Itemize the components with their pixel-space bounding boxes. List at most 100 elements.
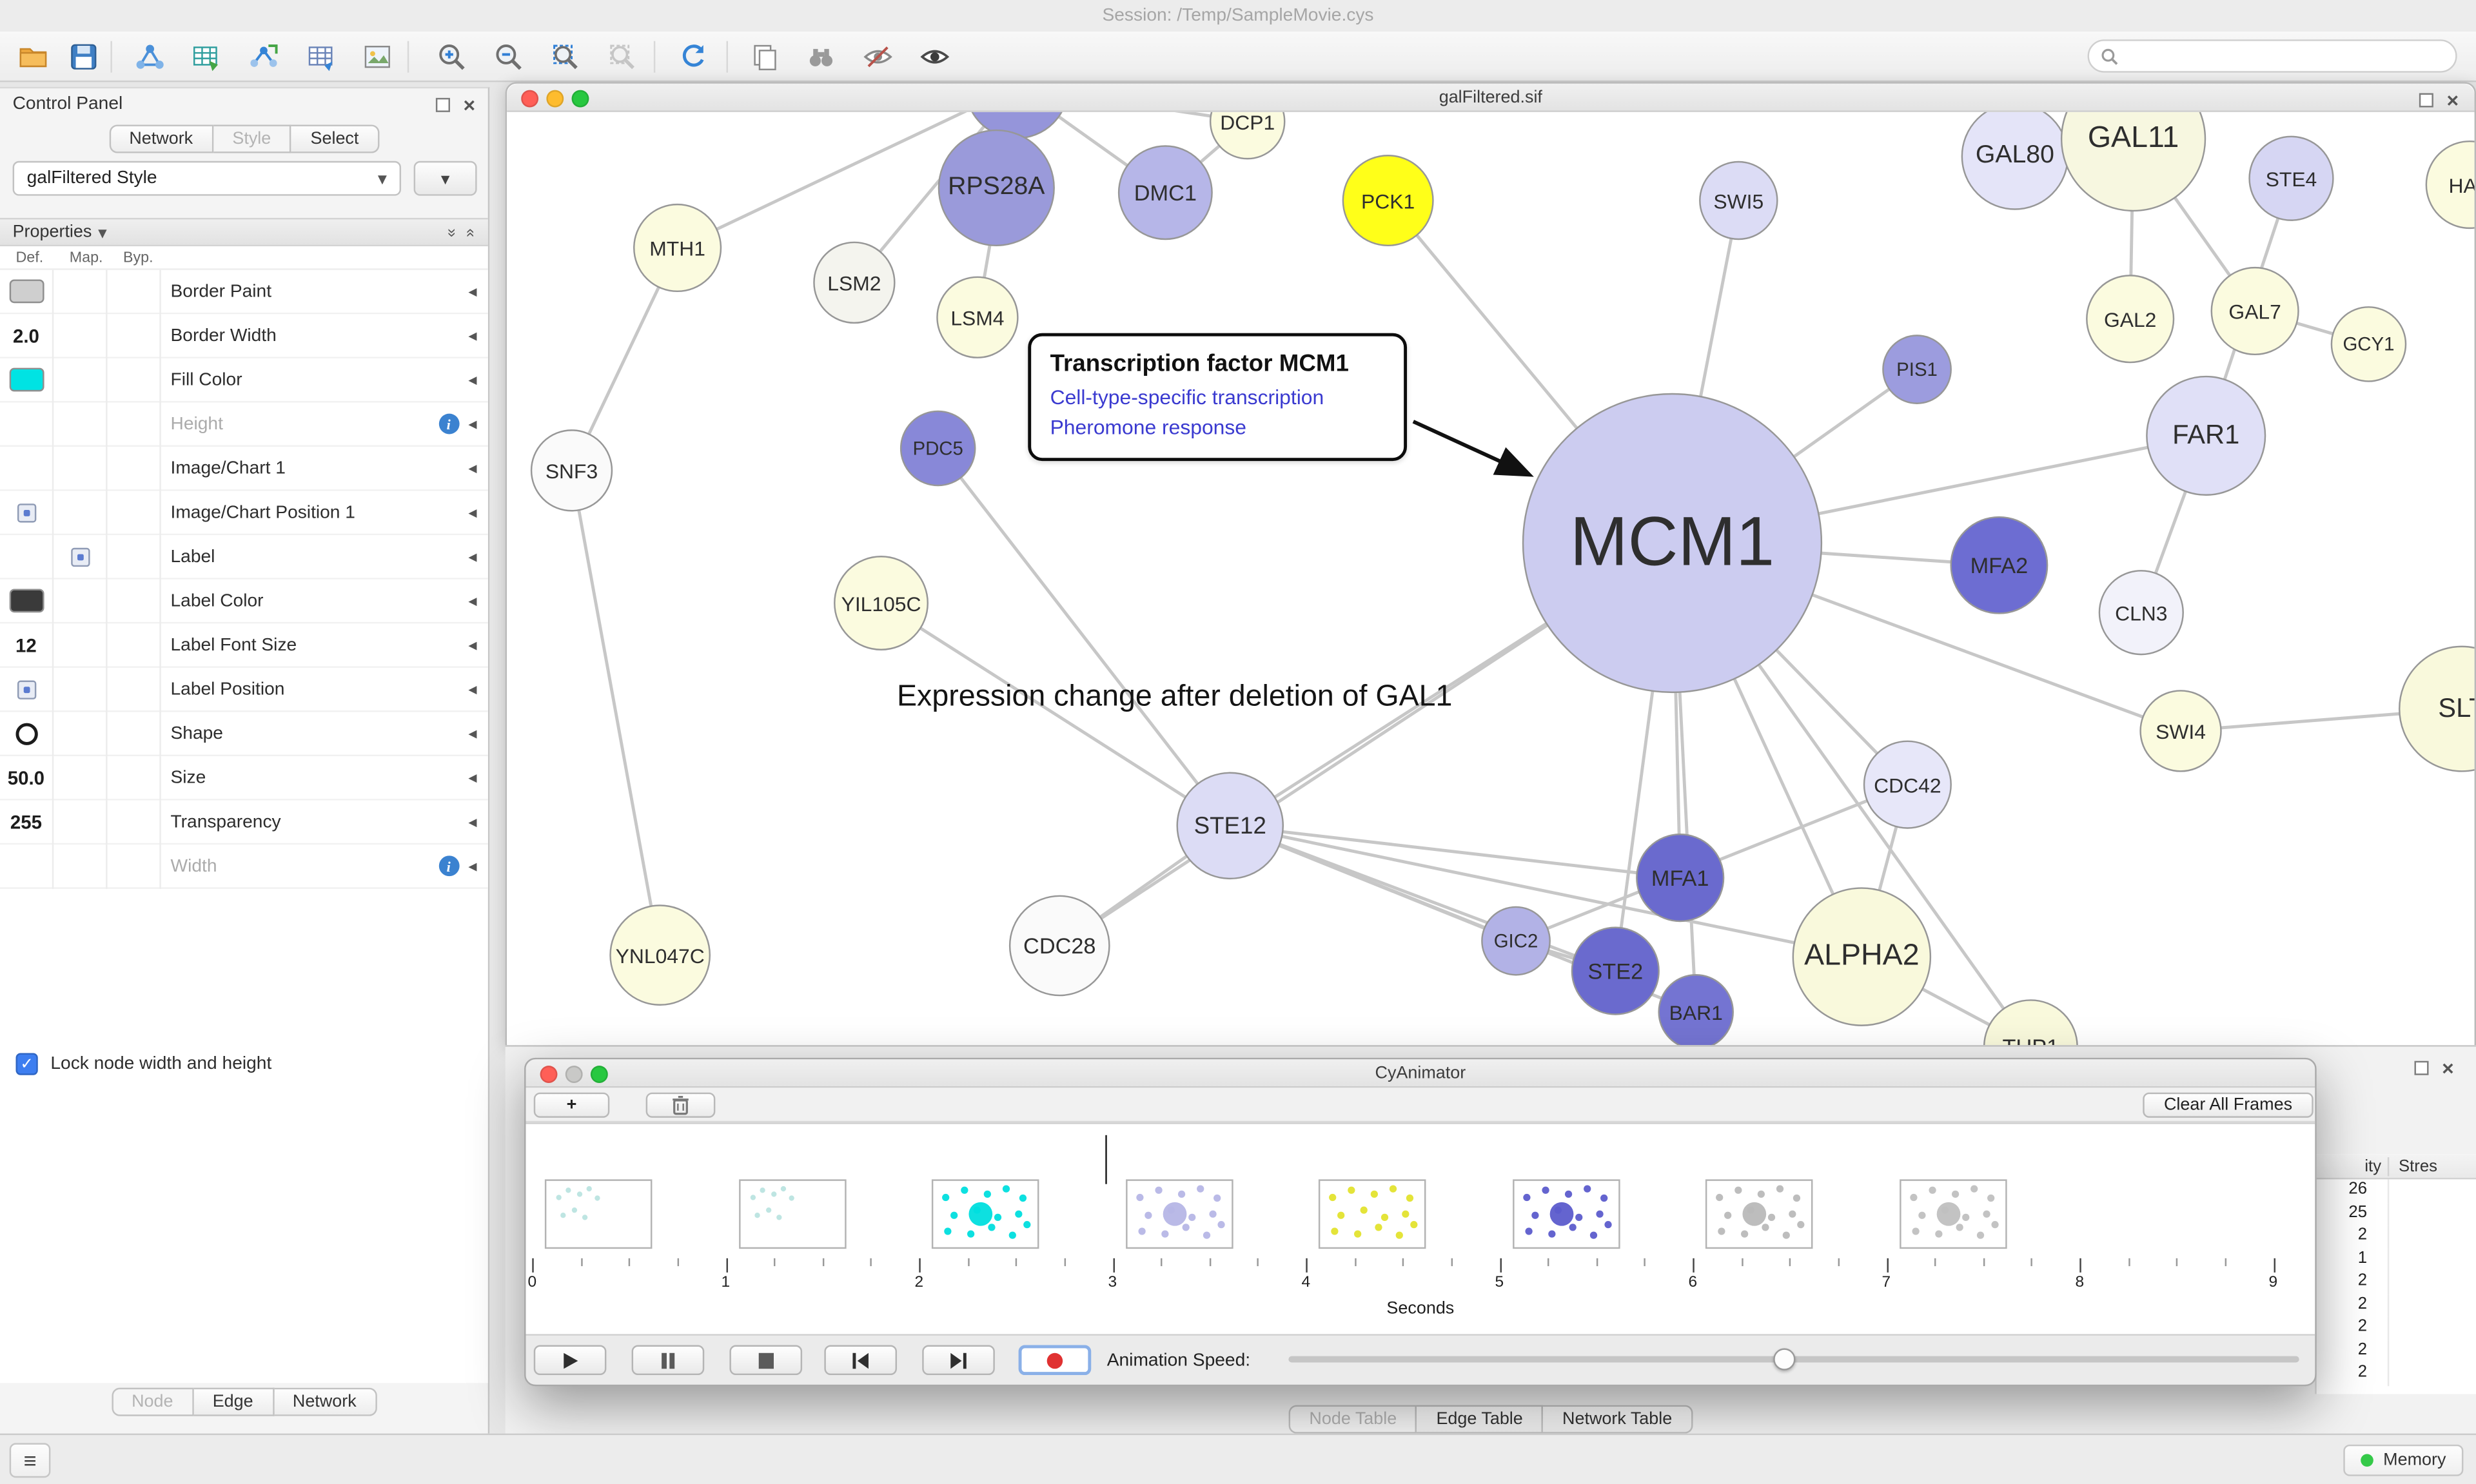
attribute-tab-edge[interactable]: Edge [193,1387,274,1416]
node-cdc42[interactable]: CDC42 [1863,740,1952,829]
export-network-button[interactable] [243,38,284,76]
annotation-link[interactable]: Pheromone response [1050,415,1247,439]
hide-selected-button[interactable] [858,38,899,76]
node-ste2[interactable]: STE2 [1571,926,1660,1015]
zoom-in-button[interactable] [431,38,473,76]
table-row[interactable]: 1 [2317,1247,2476,1271]
close-view-icon[interactable]: × [2446,88,2459,112]
add-frame-button[interactable]: + [533,1092,610,1118]
property-row-image-chart-1[interactable]: Image/Chart 1◀ [0,445,488,491]
node-pck1[interactable]: PCK1 [1342,155,1434,247]
node-dcp1[interactable]: DCP1 [1209,112,1286,160]
node-snf3[interactable]: SNF3 [530,429,613,512]
attribute-tab-node[interactable]: Node [111,1387,194,1416]
minimize-window-icon[interactable] [565,1066,583,1084]
property-row-border-paint[interactable]: Border Paint◀ [0,269,488,315]
annotation-link[interactable]: Cell-type-specific transcription [1050,385,1324,409]
node-swi4[interactable]: SWI4 [2139,690,2222,772]
search-box[interactable] [2087,39,2457,73]
expand-arrow-icon[interactable]: ◀ [468,728,477,740]
node-mfa1[interactable]: MFA1 [1636,834,1725,923]
node-mfa2[interactable]: MFA2 [1950,516,2049,614]
table-row[interactable]: 2 [2317,1316,2476,1340]
clear-all-frames-button[interactable]: Clear All Frames [2143,1092,2314,1118]
zoom-out-button[interactable] [488,38,529,76]
node-gal7[interactable]: GAL7 [2210,266,2299,356]
table-tab-network-table[interactable]: Network Table [1543,1405,1693,1434]
save-session-button[interactable] [63,38,104,76]
zoom-window-icon[interactable] [590,1066,608,1084]
frame-thumbnail[interactable] [1705,1179,1813,1249]
import-network-button[interactable] [130,38,171,76]
network-window-titlebar[interactable]: galFiltered.sif × [507,83,2475,112]
expand-arrow-icon[interactable]: ◀ [468,861,477,873]
node-ynl047c[interactable]: YNL047C [609,904,711,1006]
float-window-icon[interactable] [2419,93,2434,108]
tab-network[interactable]: Network [108,124,213,153]
search-network-button[interactable] [801,38,842,76]
table-row[interactable]: 26 [2317,1179,2476,1202]
property-row-shape[interactable]: Shape◀ [0,711,488,757]
node-cdc28[interactable]: CDC28 [1008,895,1110,997]
frame-thumbnail[interactable] [1318,1179,1426,1249]
style-options-button[interactable]: ▾ [413,161,477,196]
timeline-playhead[interactable] [1105,1135,1106,1184]
export-table-button[interactable] [300,38,341,76]
node-ste4[interactable]: STE4 [2248,135,2334,221]
previous-frame-button[interactable] [824,1345,898,1376]
memory-button[interactable]: Memory [2343,1444,2464,1476]
frame-thumbnail[interactable] [1125,1179,1233,1249]
expand-arrow-icon[interactable]: ◀ [468,331,477,342]
animation-speed-slider[interactable] [1288,1347,2299,1370]
property-row-label[interactable]: Label◀ [0,534,488,580]
close-panel-icon[interactable]: × [463,92,476,117]
node-dmc1[interactable]: DMC1 [1117,145,1213,240]
table-row[interactable]: 2 [2317,1339,2476,1363]
float-panel-icon[interactable] [436,97,451,112]
table-tab-edge-table[interactable]: Edge Table [1417,1405,1544,1434]
play-button[interactable] [533,1345,607,1376]
node-tup1[interactable]: TUP1 [1983,999,2078,1046]
node-far1[interactable]: FAR1 [2146,375,2266,496]
node-gal11[interactable]: GAL11 [2060,112,2206,212]
color-swatch[interactable] [8,279,44,304]
expand-arrow-icon[interactable]: ◀ [468,463,477,474]
node-pis1[interactable]: PIS1 [1882,335,1952,404]
node-lsm4[interactable]: LSM4 [936,276,1019,358]
zoom-fit-button[interactable] [545,38,586,76]
open-session-button[interactable] [13,38,54,76]
node-alpha2[interactable]: ALPHA2 [1792,887,1932,1026]
frame-thumbnail[interactable] [1898,1179,2007,1249]
node-bar1[interactable]: BAR1 [1658,974,1734,1046]
expand-arrow-icon[interactable]: ◀ [468,551,477,563]
copy-view-button[interactable] [743,38,785,76]
expand-arrow-icon[interactable]: ◀ [468,684,477,696]
import-table-button[interactable] [185,38,226,76]
node-gal2[interactable]: GAL2 [2086,275,2175,364]
slider-thumb[interactable] [1773,1347,1795,1370]
record-button[interactable] [1018,1345,1092,1376]
close-panel-icon[interactable]: × [2442,1056,2454,1080]
zoom-window-icon[interactable] [571,90,589,108]
node-mth1[interactable]: MTH1 [633,203,722,293]
close-window-icon[interactable] [540,1066,558,1084]
style-dropdown[interactable]: galFiltered Style ▾ [12,161,402,196]
export-image-button[interactable] [357,38,398,76]
node-yil105c[interactable]: YIL105C [834,556,929,650]
node-hap[interactable]: HAP [2425,140,2475,229]
color-swatch[interactable] [8,367,44,392]
minimize-window-icon[interactable] [546,90,564,108]
stop-button[interactable] [729,1345,803,1376]
zoom-selected-button[interactable] [602,38,643,76]
table-row[interactable]: 2 [2317,1362,2476,1385]
tab-select[interactable]: Select [291,124,380,153]
properties-header[interactable]: Properties ▾ » « [0,217,488,247]
node-pdc5[interactable]: PDC5 [899,410,976,487]
attribute-tab-network[interactable]: Network [273,1387,377,1416]
